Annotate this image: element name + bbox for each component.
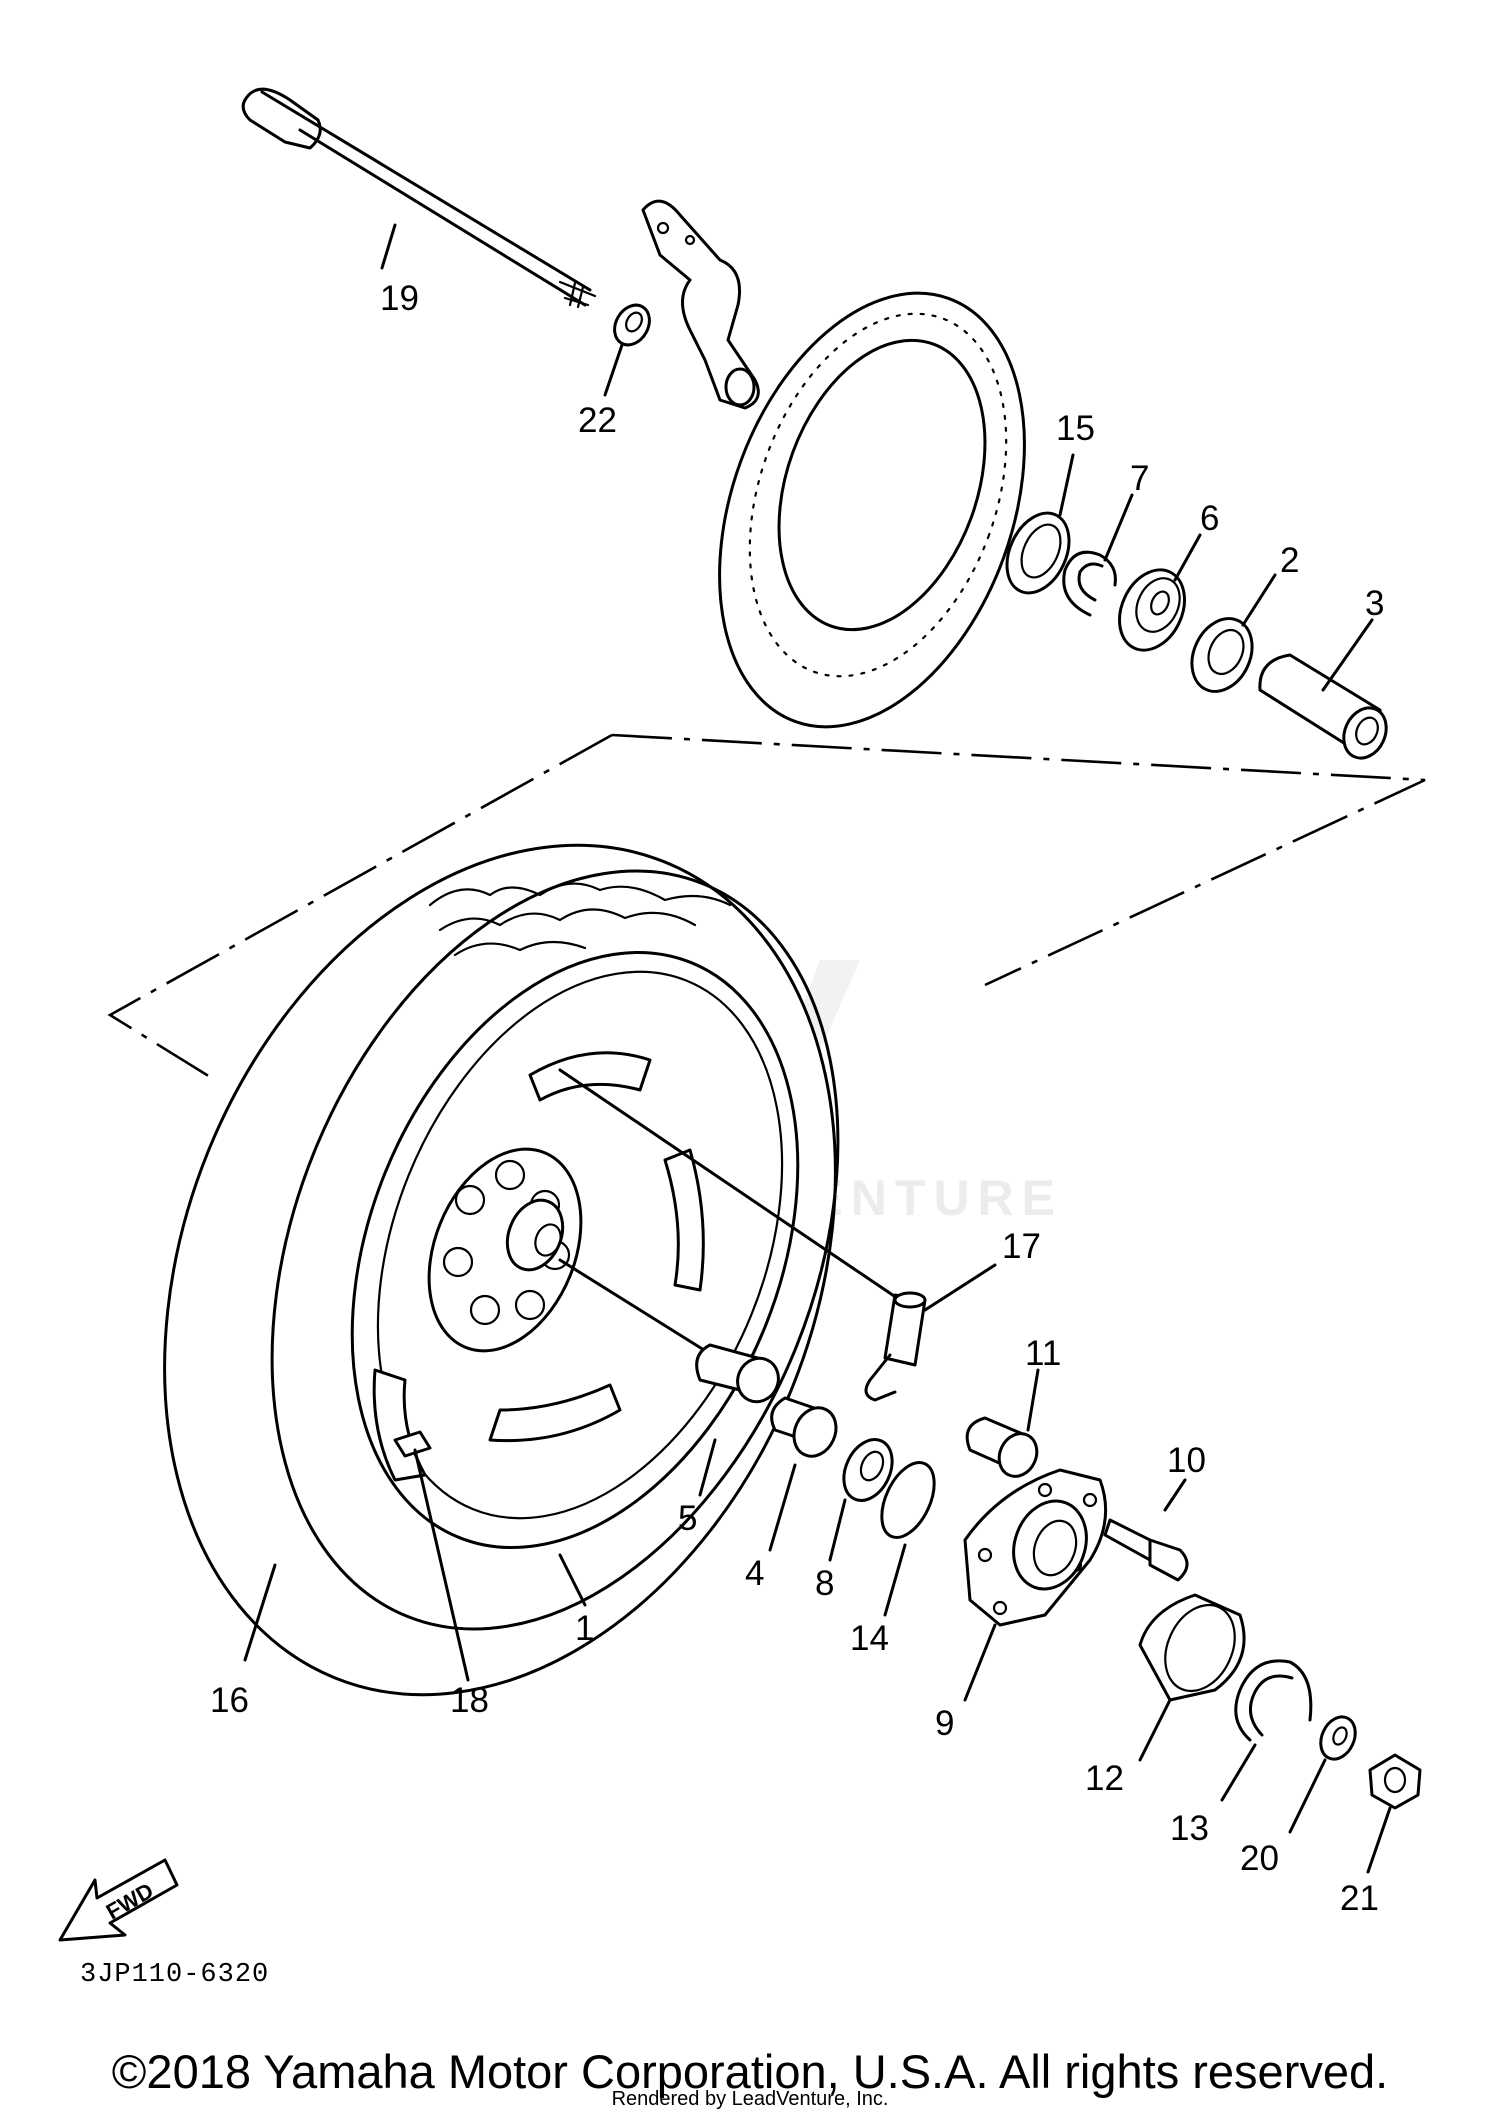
callout-19: 19 — [380, 279, 419, 318]
part-2-spacer-flange — [1190, 573, 1277, 693]
callout-labels: 19 22 15 7 6 2 3 17 11 10 5 4 8 14 1 16 … — [210, 279, 1384, 1918]
part-10-bolt — [1103, 1478, 1189, 1582]
callout-6: 6 — [1200, 499, 1219, 538]
part-14-o-ring — [880, 1461, 936, 1617]
callout-4: 4 — [745, 1554, 764, 1593]
part-12-sprocket-ring — [1138, 1593, 1246, 1762]
part-19-axle — [241, 87, 597, 309]
fwd-arrow-icon: FWD — [58, 1858, 179, 1942]
callout-2: 2 — [1280, 541, 1299, 580]
part-5-collar — [558, 1258, 780, 1497]
part-8-bearing — [828, 1438, 894, 1562]
callout-3: 3 — [1365, 584, 1384, 623]
brake-bracket — [641, 199, 760, 410]
callout-18: 18 — [450, 1681, 489, 1720]
callout-15: 15 — [1056, 409, 1095, 448]
callout-1: 1 — [575, 1609, 594, 1648]
rendered-by-notice: Rendered by LeadVenture, Inc. — [611, 2088, 889, 2110]
callout-9: 9 — [935, 1704, 954, 1743]
part-3-spacer — [1258, 618, 1388, 760]
part-1-wheel-rim — [350, 950, 800, 1607]
callout-16: 16 — [210, 1681, 249, 1720]
brake-disc — [718, 291, 1026, 729]
callout-10: 10 — [1167, 1441, 1206, 1480]
part-code: 3JP110-6320 — [80, 1960, 270, 1990]
part-6-bearing — [1118, 533, 1202, 652]
callout-22: 22 — [578, 401, 617, 440]
part-15-oil-seal — [1005, 453, 1075, 595]
part-20-washer — [1288, 1715, 1357, 1834]
part-4-spacer — [768, 1396, 838, 1552]
callout-21: 21 — [1340, 1879, 1379, 1918]
part-17-valve — [558, 1068, 997, 1402]
part-22-collar — [603, 303, 651, 397]
part-21-nut — [1366, 1753, 1422, 1874]
callout-12: 12 — [1085, 1759, 1124, 1798]
part-13-circlip — [1220, 1659, 1313, 1802]
callout-14: 14 — [850, 1619, 889, 1658]
callout-11: 11 — [1025, 1334, 1061, 1373]
part-7-circlip — [1062, 493, 1134, 617]
callout-5: 5 — [678, 1499, 697, 1538]
part-11-collar — [965, 1368, 1040, 1478]
part-9-hub-flange — [963, 1468, 1108, 1702]
callout-7: 7 — [1130, 459, 1149, 498]
callout-8: 8 — [815, 1564, 834, 1603]
part-18-balance-weight — [393, 1430, 470, 1682]
callout-17: 17 — [1002, 1227, 1041, 1266]
callout-20: 20 — [1240, 1839, 1279, 1878]
assembly-boundary — [107, 733, 1426, 1082]
copyright-notice: ©2018 Yamaha Motor Corporation, U.S.A. A… — [111, 2045, 1389, 2098]
callout-13: 13 — [1170, 1809, 1209, 1848]
